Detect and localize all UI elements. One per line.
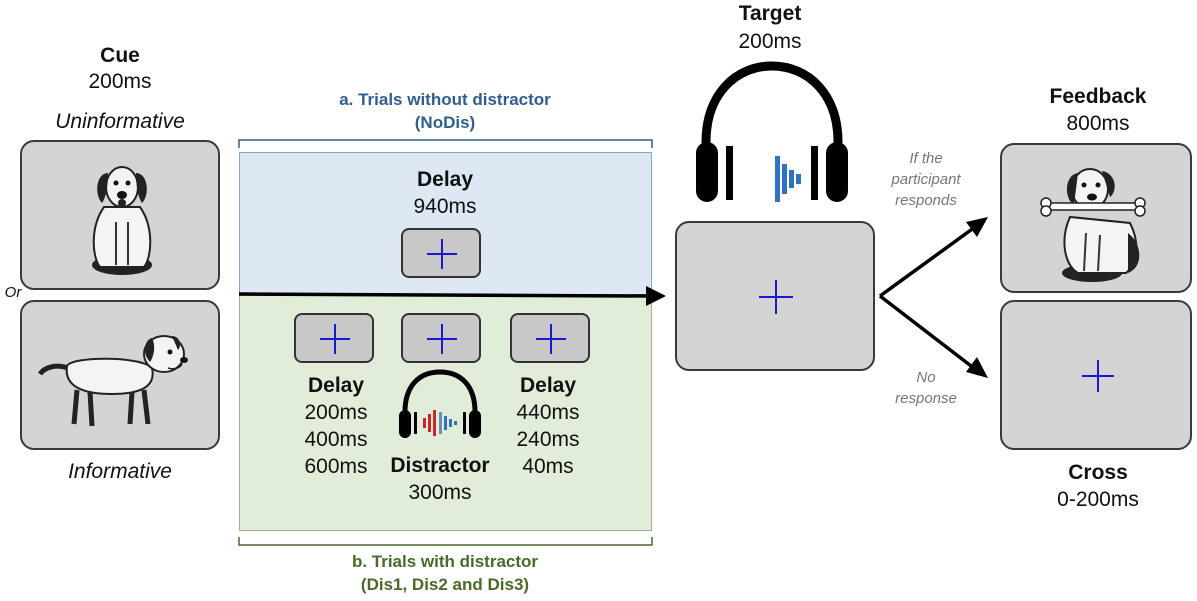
cue-duration: 200ms xyxy=(88,70,152,93)
trials-b-fixation-screen-3 xyxy=(510,313,590,363)
standing-dog-image xyxy=(37,335,188,427)
responds-label-line3: responds xyxy=(895,192,957,209)
trials-a-delay-duration: 940ms xyxy=(413,195,477,218)
trials-a-delay-title: Delay xyxy=(416,168,474,191)
trials-b-delay1-value-3: 600ms xyxy=(304,455,368,478)
feedback-title: Feedback xyxy=(1049,85,1147,108)
fixation-cross-icon xyxy=(427,239,457,269)
distractor-title: Distractor xyxy=(390,454,490,477)
trials-b-subtitle: (Dis1, Dis2 and Dis3) xyxy=(360,575,530,594)
trials-b-delay2-value-2: 240ms xyxy=(516,428,580,451)
fixation-cross-icon xyxy=(536,324,566,354)
fixation-cross-icon xyxy=(320,324,350,354)
cross-title: Cross xyxy=(1068,461,1128,484)
trials-a-title: a. Trials without distractor xyxy=(339,90,551,109)
dog-with-bone-image xyxy=(1040,168,1146,282)
no-response-label-line2: response xyxy=(895,390,957,407)
fixation-cross-icon xyxy=(427,324,457,354)
target-duration: 200ms xyxy=(738,30,802,53)
trials-b-delay1-value-2: 400ms xyxy=(304,428,368,451)
no-response-label-line1: No xyxy=(916,369,936,386)
feedback-screen xyxy=(1000,143,1192,293)
trials-b-delay1-value-1: 200ms xyxy=(304,401,368,424)
target-screen xyxy=(675,221,875,371)
trials-b-title: b. Trials with distractor xyxy=(351,552,539,571)
distractor-headphones-icon xyxy=(399,369,481,438)
fixation-cross-icon xyxy=(759,280,793,314)
trials-a-subtitle: (NoDis) xyxy=(414,113,476,132)
cross-duration: 0-200ms xyxy=(1057,488,1139,511)
cue-screen-uninformative xyxy=(20,140,220,290)
trials-b-delay1-title: Delay xyxy=(307,374,365,397)
trials-b-delay2-value-1: 440ms xyxy=(516,401,580,424)
cross-screen xyxy=(1000,300,1192,450)
cue-title: Cue xyxy=(100,44,140,67)
fixation-cross-icon xyxy=(1082,360,1114,392)
or-label: Or xyxy=(4,284,22,301)
trials-a-panel xyxy=(239,152,652,295)
uninformative-label: Uninformative xyxy=(55,110,185,133)
sitting-dog-image xyxy=(92,166,152,275)
target-headphones-icon xyxy=(696,61,848,202)
responds-label-line2: participant xyxy=(891,171,961,188)
responds-label-line1: If the xyxy=(909,150,943,167)
trials-b-delay2-title: Delay xyxy=(519,374,577,397)
distractor-duration: 300ms xyxy=(408,481,472,504)
trials-a-fixation-screen xyxy=(401,228,481,278)
trials-b-fixation-screen-2 xyxy=(401,313,481,363)
informative-label: Informative xyxy=(68,460,172,483)
cue-screen-informative xyxy=(20,300,220,450)
trials-b-fixation-screen-1 xyxy=(294,313,374,363)
feedback-duration: 800ms xyxy=(1066,112,1130,135)
trials-b-delay2-value-3: 40ms xyxy=(522,455,574,478)
target-title: Target xyxy=(738,2,802,25)
